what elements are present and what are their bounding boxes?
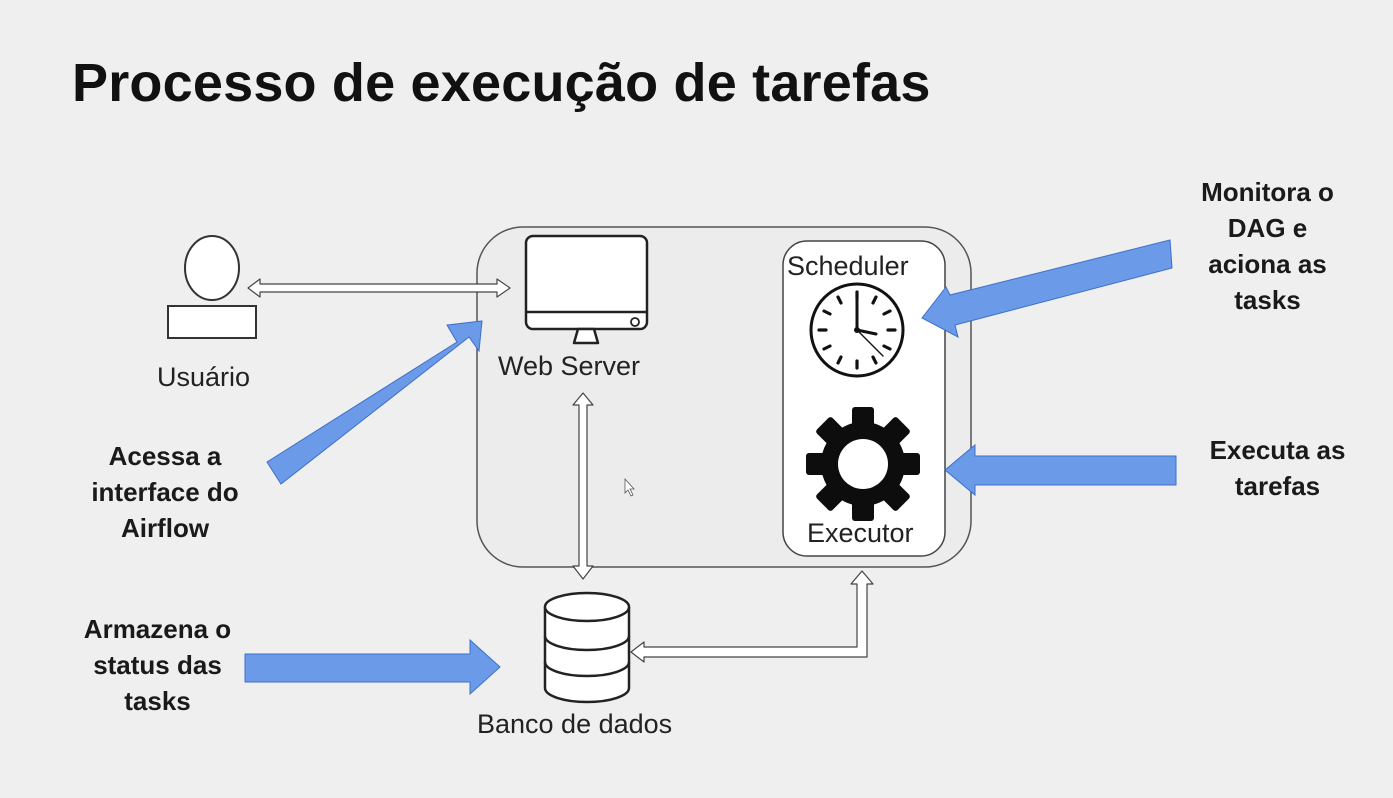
page-title: Processo de execução de tarefas: [72, 53, 931, 113]
note-line: Monitora o: [1201, 177, 1334, 207]
mouse-cursor-icon: [624, 477, 635, 497]
note-line: DAG e: [1227, 213, 1308, 243]
note-line: tasks: [124, 686, 191, 716]
note-line: Executa as: [1209, 435, 1346, 465]
web-server-label: Web Server: [498, 351, 641, 381]
monitor-icon: [524, 234, 649, 345]
note-line: status das: [93, 650, 222, 680]
callout-arrow-database: [244, 638, 501, 696]
executor-label: Executor: [807, 518, 914, 548]
note-scheduler: Monitora o DAG e aciona as tasks: [1170, 174, 1365, 318]
callout-arrow-web-server: [266, 320, 483, 485]
scheduler-label: Scheduler: [787, 251, 909, 281]
note-executor: Executa as tarefas: [1185, 432, 1370, 504]
note-line: interface do: [91, 477, 239, 507]
gear-icon: [806, 407, 920, 521]
callout-arrow-scheduler: [921, 239, 1173, 338]
person-icon: [167, 235, 257, 339]
note-line: Armazena o: [83, 614, 232, 644]
callout-arrow-executor: [944, 443, 1177, 497]
note-line: Acessa a: [108, 441, 222, 471]
user-webserver-connector: [247, 278, 511, 298]
note-web-server: Acessa a interface do Airflow: [60, 438, 270, 546]
webserver-database-connector: [572, 392, 594, 580]
user-label: Usuário: [157, 362, 251, 392]
note-database: Armazena o status das tasks: [55, 611, 260, 719]
note-line: tasks: [1234, 285, 1301, 315]
note-line: tarefas: [1234, 471, 1321, 501]
executor-database-connector: [630, 570, 874, 663]
database-label: Banco de dados: [477, 709, 673, 739]
note-line: Airflow: [120, 513, 210, 543]
database-icon: [543, 591, 631, 704]
clock-icon: [809, 282, 905, 378]
note-line: aciona as: [1208, 249, 1327, 279]
